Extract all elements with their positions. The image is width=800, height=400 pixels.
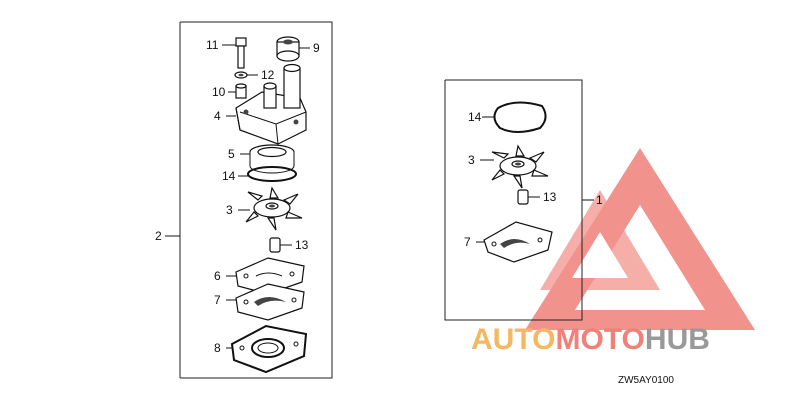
callout-3-left: 3 [226, 203, 233, 217]
part-6-gasket [226, 257, 305, 295]
watermark-text-hub: HUB [645, 323, 710, 356]
diagram-code: ZW5AY0100 [618, 375, 674, 386]
part-13-key [269, 237, 292, 253]
callout-9: 9 [313, 41, 320, 55]
part-7-plate-kit [476, 221, 553, 263]
callout-13-right: 13 [543, 190, 557, 204]
callout-3-right: 3 [468, 153, 475, 167]
part-8-gasket [226, 324, 308, 374]
watermark-text-auto: AUTO [471, 323, 555, 356]
part-5-liner [240, 144, 295, 174]
watermark-triangle-small-cut [572, 232, 628, 278]
part-3-impeller [238, 186, 303, 231]
part-7-plate [226, 283, 305, 321]
watermark-wordmark: AUTOMOTOHUB [471, 323, 710, 356]
callout-7-right: 7 [464, 235, 471, 249]
callout-4: 4 [214, 109, 221, 123]
part-14-o-ring-kit [482, 101, 547, 133]
callout-14-left: 14 [222, 169, 236, 183]
assembly-2-label: 2 [155, 229, 162, 243]
callout-11: 11 [206, 38, 219, 52]
part-3-impeller-kit [480, 144, 549, 189]
part-9-grommet [276, 36, 310, 62]
watermark-text-moto: MOTO [555, 323, 644, 356]
svg-text:AUTOMOTOHUB: AUTOMOTOHUB [471, 323, 710, 356]
part-4-pump-housing [226, 63, 307, 145]
part-12-washer [234, 71, 258, 79]
part-11-bolt [222, 37, 247, 69]
callout-5: 5 [228, 147, 235, 161]
watermark-logo [525, 148, 755, 330]
callout-7-left: 7 [214, 293, 221, 307]
callout-6: 6 [214, 269, 221, 283]
assembly-2-frame: 2 [155, 21, 333, 379]
callout-13-left: 13 [295, 238, 309, 252]
callout-10: 10 [212, 85, 226, 99]
callout-14-right: 14 [468, 110, 482, 124]
assembly-1-label: 1 [596, 193, 603, 207]
callout-12: 12 [261, 68, 275, 82]
part-10-collar [228, 83, 247, 99]
callout-8: 8 [214, 341, 221, 355]
part-13-key-kit [517, 189, 540, 205]
assembly-1-frame: 1 [444, 79, 603, 321]
part-14-o-ring [238, 166, 297, 182]
